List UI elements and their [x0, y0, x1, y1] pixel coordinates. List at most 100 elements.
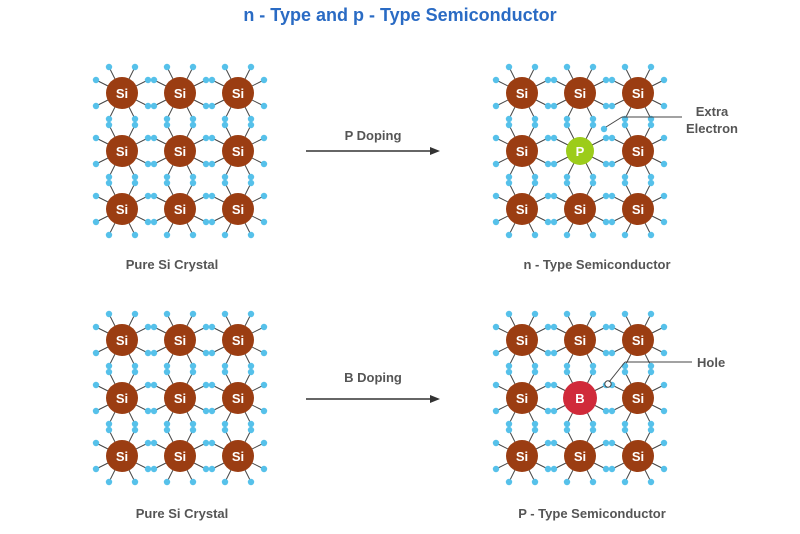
- electron-dot: [563, 121, 571, 129]
- callout-hole-label: Hole: [697, 355, 725, 370]
- electron-dot: [260, 102, 268, 110]
- si-atom: [506, 440, 538, 472]
- electron-dot: [260, 439, 268, 447]
- electron-dot: [550, 134, 558, 142]
- boron-atom: [563, 381, 597, 415]
- electron-dot: [105, 310, 113, 318]
- si-atom-label: Si: [516, 144, 528, 159]
- electron-dot: [550, 381, 558, 389]
- electron-dot: [492, 218, 500, 226]
- si-atom-label: Si: [174, 86, 186, 101]
- electron-dot: [208, 192, 216, 200]
- electron-dot: [602, 102, 610, 110]
- electron-dot: [589, 179, 597, 187]
- electron-dot: [92, 160, 100, 168]
- electron-dot: [608, 134, 616, 142]
- electron-dot: [544, 76, 552, 84]
- electron-dot: [660, 323, 668, 331]
- electron-dot: [221, 310, 229, 318]
- caption-p-type: P - Type Semiconductor: [518, 506, 666, 521]
- electron-dot: [105, 231, 113, 239]
- electron-dot: [260, 465, 268, 473]
- electron-dot: [208, 218, 216, 226]
- electron-dot: [492, 134, 500, 142]
- electron-dot: [105, 362, 113, 370]
- electron-dot: [550, 192, 558, 200]
- electron-dot: [660, 160, 668, 168]
- electron-dot: [131, 115, 139, 123]
- si-atom: [164, 324, 196, 356]
- electron-dot: [260, 134, 268, 142]
- electron-dot: [531, 420, 539, 428]
- electron-dot: [260, 407, 268, 415]
- electron-dot: [189, 63, 197, 71]
- si-atom: [164, 77, 196, 109]
- boron-atom-label: B: [575, 391, 584, 406]
- electron-dot: [505, 179, 513, 187]
- electron-dot: [105, 478, 113, 486]
- electron-dot: [505, 426, 513, 434]
- si-atom-label: Si: [632, 449, 644, 464]
- electron-dot: [247, 231, 255, 239]
- electron-dot: [621, 63, 629, 71]
- electron-dot: [92, 465, 100, 473]
- si-atom: [164, 193, 196, 225]
- si-atom: [222, 324, 254, 356]
- electron-dot: [608, 439, 616, 447]
- electron-dot: [492, 349, 500, 357]
- electron-dot: [260, 323, 268, 331]
- electron-dot: [131, 231, 139, 239]
- callout-electron-label: Electron: [686, 121, 738, 136]
- electron-dot: [563, 115, 571, 123]
- electron-dot: [92, 134, 100, 142]
- electron-dot: [563, 420, 571, 428]
- si-atom-label: Si: [116, 449, 128, 464]
- electron-dot: [660, 218, 668, 226]
- electron-dot: [589, 362, 597, 370]
- si-atom: [506, 193, 538, 225]
- electron-dot: [105, 420, 113, 428]
- electron-dot: [589, 478, 597, 486]
- electron-dot: [531, 368, 539, 376]
- electron-dot: [589, 173, 597, 181]
- electron-dot: [647, 368, 655, 376]
- electron-dot: [505, 115, 513, 123]
- extra-electron-dot: [600, 125, 608, 133]
- electron-dot: [150, 465, 158, 473]
- electron-dot: [544, 407, 552, 415]
- electron-dot: [660, 439, 668, 447]
- electron-dot: [144, 323, 152, 331]
- diagram-title: n - Type and p - Type Semiconductor: [243, 5, 557, 25]
- electron-dot: [563, 310, 571, 318]
- electron-dot: [531, 310, 539, 318]
- electron-dot: [247, 362, 255, 370]
- electron-dot: [208, 465, 216, 473]
- electron-dot: [505, 368, 513, 376]
- electron-dot: [92, 323, 100, 331]
- electron-dot: [660, 134, 668, 142]
- electron-dot: [260, 381, 268, 389]
- si-atom: [622, 135, 654, 167]
- electron-dot: [163, 368, 171, 376]
- si-atom: [506, 324, 538, 356]
- si-atom-label: Si: [632, 333, 644, 348]
- electron-dot: [144, 134, 152, 142]
- electron-dot: [647, 426, 655, 434]
- si-atom-label: Si: [232, 449, 244, 464]
- electron-dot: [208, 381, 216, 389]
- si-atom-label: Si: [632, 144, 644, 159]
- electron-dot: [131, 310, 139, 318]
- electron-dot: [563, 368, 571, 376]
- electron-dot: [505, 478, 513, 486]
- electron-dot: [550, 349, 558, 357]
- electron-dot: [163, 478, 171, 486]
- electron-dot: [544, 218, 552, 226]
- si-atom-label: Si: [232, 333, 244, 348]
- electron-dot: [163, 121, 171, 129]
- electron-dot: [621, 426, 629, 434]
- electron-dot: [492, 160, 500, 168]
- electron-dot: [550, 407, 558, 415]
- electron-dot: [647, 420, 655, 428]
